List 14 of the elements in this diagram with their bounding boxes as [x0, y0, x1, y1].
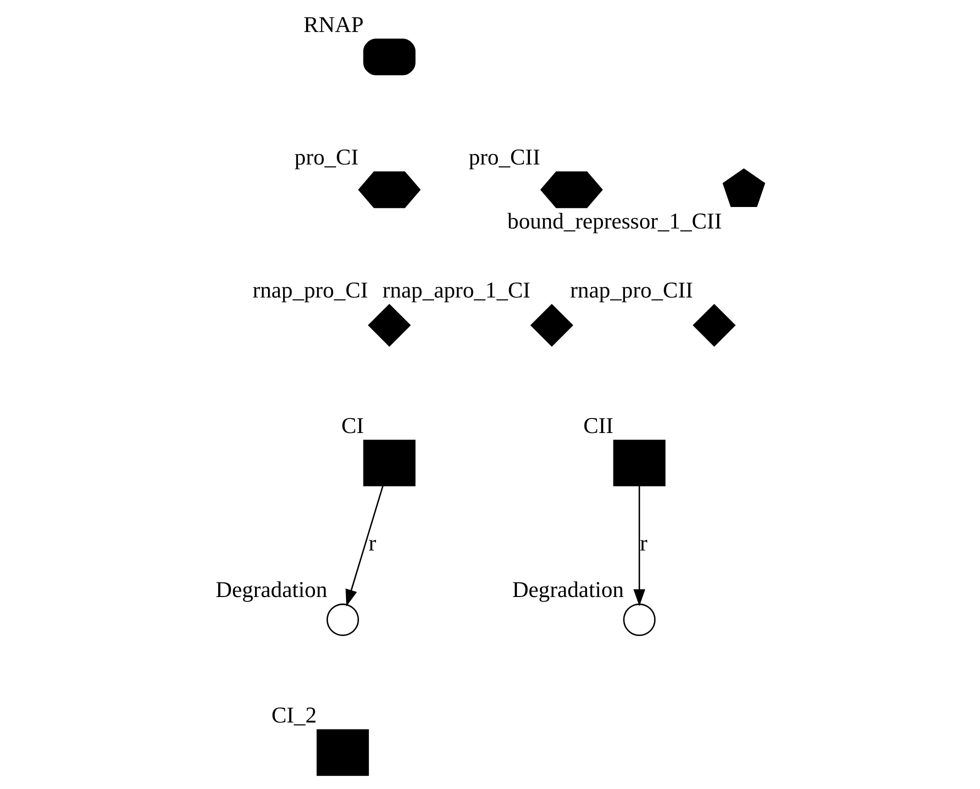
node-label: Degradation	[216, 576, 328, 602]
edge-label: r	[368, 530, 376, 556]
node-label: rnap_pro_CI	[252, 277, 368, 302]
node-label: RNAP	[303, 12, 364, 37]
node-label: rnap_pro_CII	[570, 277, 694, 302]
node-label: CI_2	[271, 702, 317, 728]
node-label: pro_CII	[468, 144, 540, 170]
node-label: bound_repressor_1_CII	[507, 208, 722, 234]
node-label: pro_CI	[294, 144, 359, 170]
node-label: CII	[583, 413, 614, 438]
edge-label: r	[640, 530, 648, 556]
node-label: Degradation	[512, 576, 624, 602]
node-label: CI	[341, 413, 364, 438]
node-label: rnap_apro_1_CI	[382, 277, 530, 302]
